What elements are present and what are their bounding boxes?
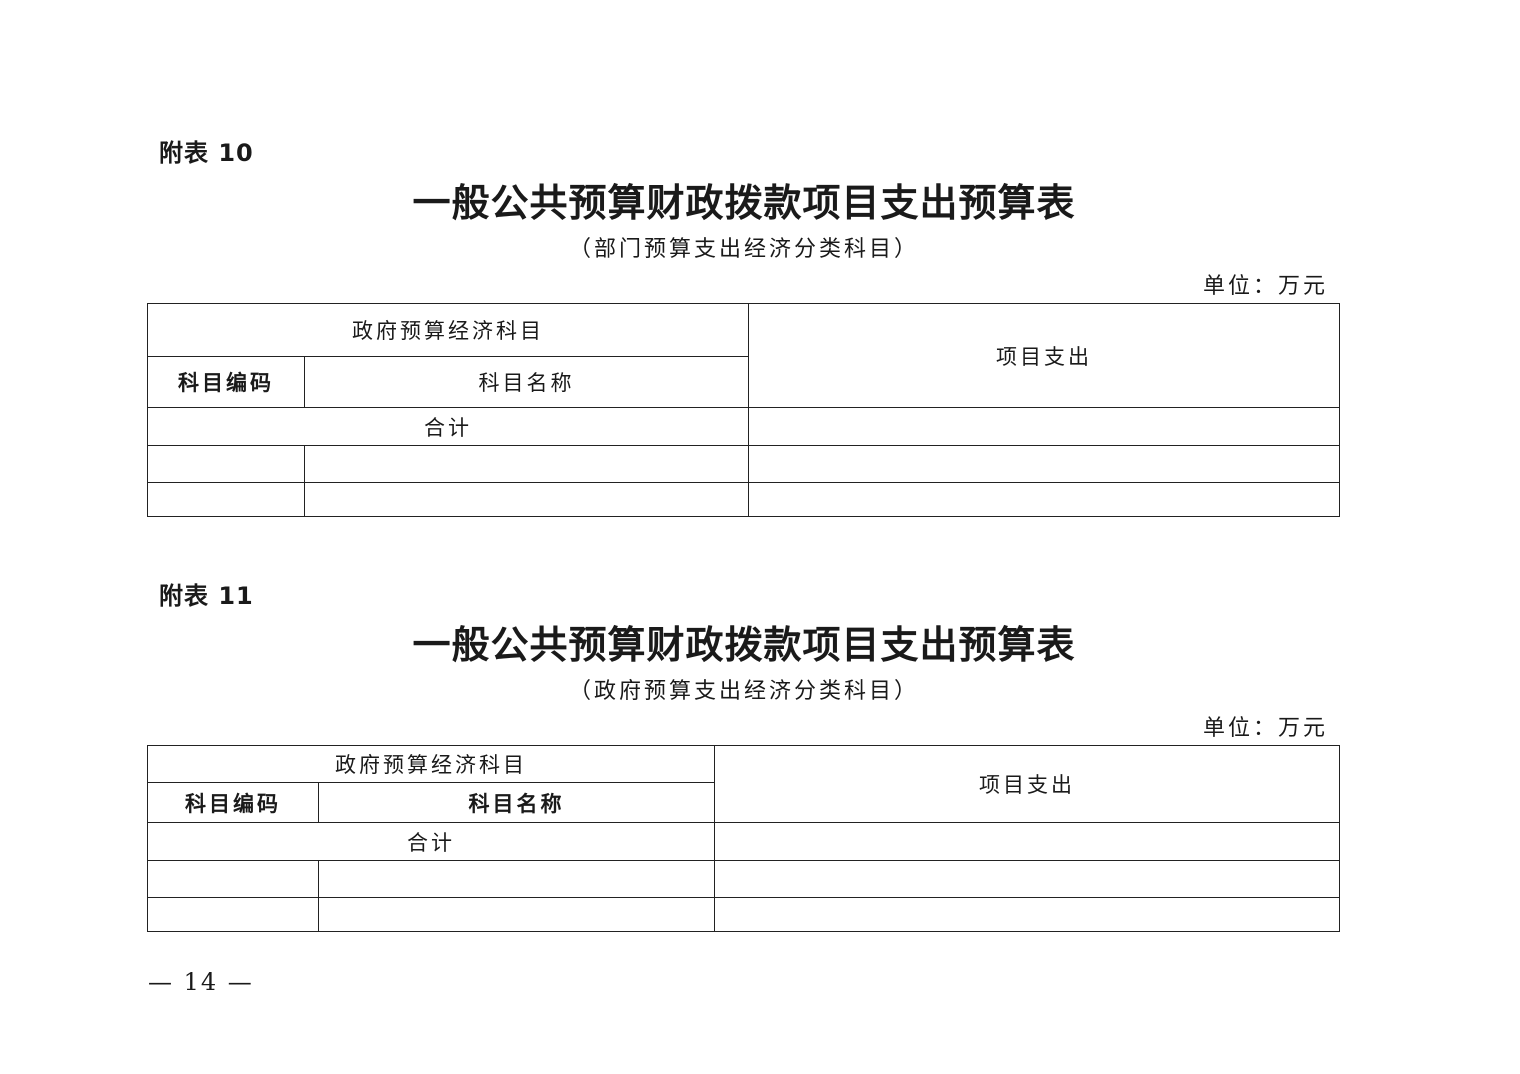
header-name: 科目名称: [318, 782, 715, 823]
table-row: [147, 482, 1340, 517]
row-amount: [714, 860, 1340, 898]
budget-table: 政府预算经济科目 项目支出 科目编码 科目名称 合计: [147, 745, 1340, 932]
total-row: 合计: [147, 822, 1340, 861]
table-label: 附表 10: [159, 139, 254, 167]
table-row: [147, 897, 1340, 932]
table-row: [147, 445, 1340, 483]
table-subtitle: （政府预算支出经济分类科目）: [568, 679, 919, 704]
row-code: [147, 897, 319, 932]
table-row: [147, 860, 1340, 898]
header-code: 科目编码: [147, 782, 319, 823]
unit-label: 单位：万元: [1202, 274, 1328, 299]
budget-table: 政府预算经济科目 项目支出 科目编码 科目名称 合计: [147, 303, 1340, 517]
row-amount: [748, 482, 1340, 517]
table-subtitle: （部门预算支出经济分类科目）: [568, 237, 919, 262]
header-code: 科目编码: [147, 356, 305, 408]
row-name: [318, 860, 715, 898]
row-name: [304, 482, 749, 517]
header-amount: 项目支出: [748, 303, 1340, 408]
total-label: 合计: [147, 407, 749, 446]
row-name: [304, 445, 749, 483]
header-group: 政府预算经济科目: [147, 745, 715, 783]
row-name: [318, 897, 715, 932]
total-amount: [714, 822, 1340, 861]
header-amount: 项目支出: [714, 745, 1340, 823]
total-row: 合计: [147, 407, 1340, 446]
header-group: 政府预算经济科目: [147, 303, 749, 357]
header-name: 科目名称: [304, 356, 749, 408]
total-label: 合计: [147, 822, 715, 861]
total-amount: [748, 407, 1340, 446]
table-title: 一般公共预算财政拨款项目支出预算表: [412, 180, 1076, 225]
table-label: 附表 11: [159, 582, 254, 610]
page-number: — 14 —: [148, 968, 254, 996]
row-amount: [714, 897, 1340, 932]
row-code: [147, 482, 305, 517]
row-amount: [748, 445, 1340, 483]
row-code: [147, 860, 319, 898]
table-title: 一般公共预算财政拨款项目支出预算表: [412, 622, 1076, 667]
unit-label: 单位：万元: [1202, 716, 1328, 741]
row-code: [147, 445, 305, 483]
